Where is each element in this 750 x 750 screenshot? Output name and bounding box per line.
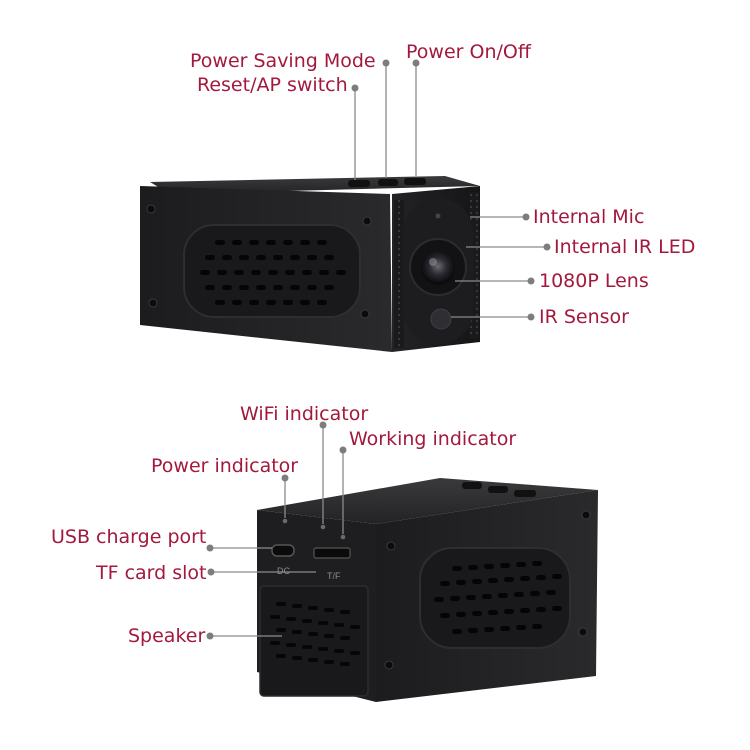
bottom-camera-grille-panel <box>419 547 571 649</box>
top-camera-grille-slots <box>200 240 346 305</box>
bottom-leader-dots <box>206 421 347 640</box>
front-mesh-right <box>470 192 479 338</box>
label-power-saving-mode: Power Saving Mode <box>190 50 376 72</box>
label-usb-charge-port: USB charge port <box>51 526 207 548</box>
lens-icon <box>421 251 455 285</box>
label-ir-sensor: IR Sensor <box>539 306 629 328</box>
ir-sensor-window <box>430 308 452 330</box>
label-working-indicator: Working indicator <box>349 428 517 450</box>
power-indicator-dot <box>282 518 288 524</box>
label-internal-ir-led: Internal IR LED <box>554 236 696 258</box>
screw <box>384 660 394 670</box>
speaker-slots <box>270 602 360 666</box>
top-buttons <box>348 178 426 187</box>
tf-slot-icon <box>313 547 351 559</box>
bottom-leader-lines <box>210 425 344 637</box>
label-power-indicator: Power indicator <box>151 455 299 477</box>
working-indicator-dot <box>340 534 346 540</box>
wifi-indicator-dot <box>320 524 326 530</box>
screw <box>148 298 158 308</box>
bottom-camera: DC T/F <box>257 478 598 702</box>
usb-port-icon <box>271 544 295 557</box>
label-wifi-indicator: WiFi indicator <box>240 403 369 425</box>
front-mesh-left <box>394 200 404 348</box>
top-leader-dots <box>351 59 551 321</box>
screw <box>578 627 588 637</box>
label-internal-mic: Internal Mic <box>533 206 645 228</box>
screw <box>386 541 396 551</box>
port-mark-dc: DC <box>277 566 290 576</box>
screw <box>360 309 370 319</box>
bottom-camera-grille-slots <box>434 561 562 634</box>
label-speaker: Speaker <box>128 625 206 647</box>
screw <box>581 510 591 520</box>
screw <box>362 216 372 226</box>
label-tf-card-slot: TF card slot <box>96 562 207 584</box>
internal-mic-hole <box>435 213 441 219</box>
top-camera <box>140 176 480 352</box>
port-mark-tf: T/F <box>327 571 341 581</box>
screw <box>146 204 156 214</box>
label-1080p-lens: 1080P Lens <box>539 270 649 292</box>
label-power-on-off: Power On/Off <box>406 41 531 63</box>
bottom-top-buttons <box>462 482 536 497</box>
label-reset-ap-switch: Reset/AP switch <box>197 74 348 96</box>
top-leader-lines <box>354 63 545 318</box>
bottom-camera-top-face <box>257 478 598 524</box>
